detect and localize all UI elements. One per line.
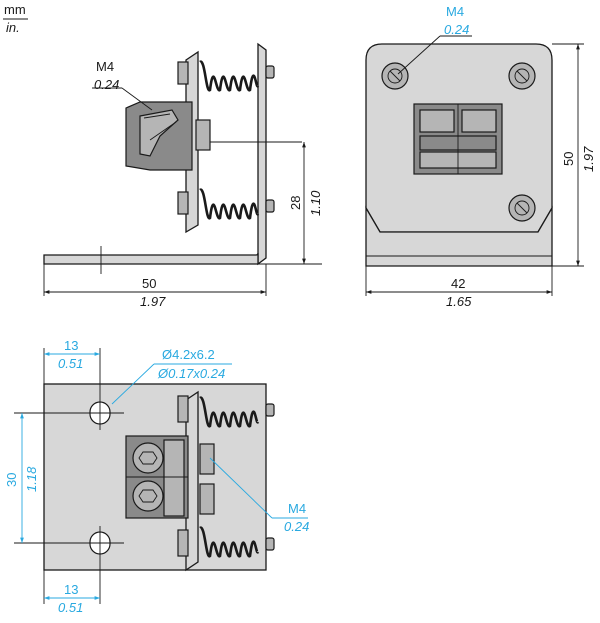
front-width-inch: 1.65 [446, 294, 472, 309]
front-screw-metric: M4 [446, 4, 464, 19]
side-height-inch: 1.10 [308, 190, 323, 216]
units-inch: in. [6, 20, 20, 35]
front-terminal-block [413, 103, 503, 175]
front-screw-inch: 0.24 [444, 22, 469, 37]
units-legend: mm in. [3, 2, 28, 35]
top-height-inch: 1.18 [24, 466, 39, 492]
side-width-metric: 50 [142, 276, 156, 291]
top-upper-spring [177, 395, 275, 428]
bracket-vertical-plate [257, 42, 267, 266]
side-width-inch: 1.97 [140, 294, 166, 309]
side-screw-metric: M4 [96, 59, 114, 74]
top-slot-inch: Ø0.17x0.24 [157, 366, 225, 381]
top-slot-leader [111, 363, 155, 405]
top-slot-upper [82, 396, 124, 430]
front-screw-top-left [381, 62, 409, 90]
top-offset-inch: 0.51 [58, 356, 83, 371]
top-screw-leader [209, 457, 273, 519]
upper-spring [177, 60, 275, 92]
top-screw-metric: M4 [288, 501, 306, 516]
side-screw-leader [121, 87, 153, 111]
side-view: M4 0.24 28 1.10 50 1.97 [43, 42, 323, 309]
bottom-offset-inch: 0.51 [58, 600, 83, 615]
top-slot-lower [50, 526, 124, 560]
lower-spring [177, 188, 275, 220]
front-screw-top-right [508, 62, 536, 90]
top-height-metric: 30 [4, 473, 19, 487]
front-width-metric: 42 [451, 276, 465, 291]
side-screw-inch: 0.24 [94, 77, 119, 92]
top-view: M4 0.24 Ø4.2x6.2 Ø0.17x0.24 13 0.51 13 0… [4, 338, 309, 615]
bracket-base-plate [43, 252, 259, 265]
front-height-inch: 1.97 [581, 146, 596, 172]
top-offset-metric: 13 [64, 338, 78, 353]
terminal-block [125, 101, 211, 171]
top-screw-inch: 0.24 [284, 519, 309, 534]
front-height-metric: 50 [561, 152, 576, 166]
front-screw-bottom-right [508, 194, 536, 222]
top-terminal-block [125, 435, 215, 519]
bottom-offset-metric: 13 [64, 582, 78, 597]
top-lower-spring [177, 526, 275, 558]
front-view: M4 0.24 50 1.97 42 1.65 [365, 4, 596, 309]
side-height-metric: 28 [288, 196, 303, 210]
top-slot-metric: Ø4.2x6.2 [162, 347, 215, 362]
front-screw-leader [397, 35, 441, 75]
units-metric: mm [4, 2, 26, 17]
